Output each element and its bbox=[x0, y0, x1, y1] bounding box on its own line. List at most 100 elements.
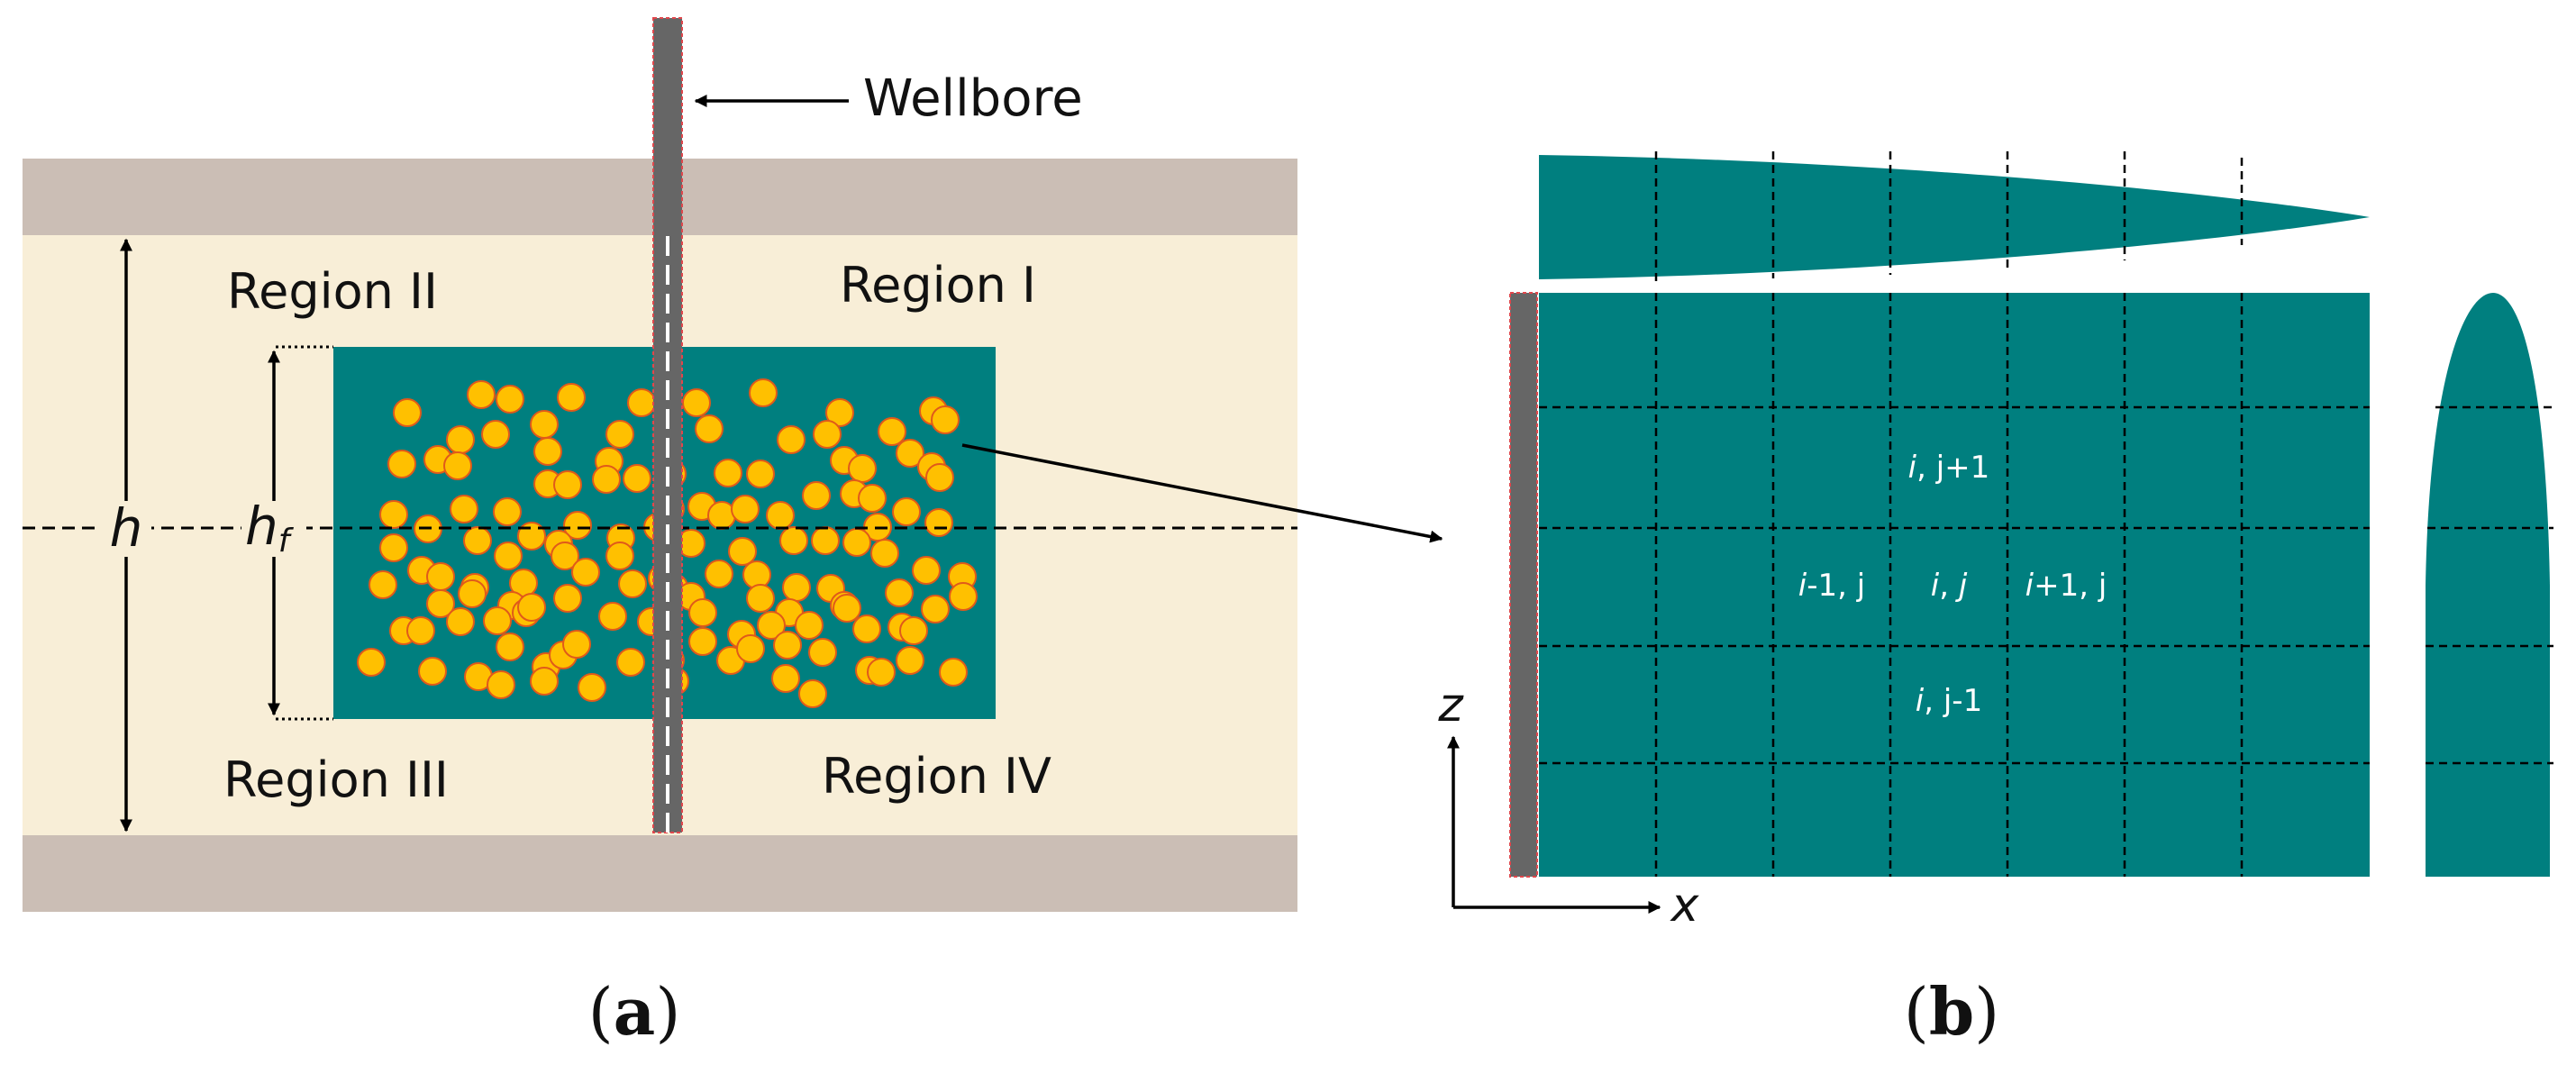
proppant-particle bbox=[426, 589, 455, 618]
cell-label-iplus1-j-i: i bbox=[2025, 568, 2034, 604]
proppant-particle bbox=[813, 420, 842, 449]
proppant-particle bbox=[896, 439, 924, 468]
proppant-particle bbox=[852, 614, 881, 643]
proppant-particle bbox=[705, 560, 733, 588]
proppant-particle bbox=[467, 380, 496, 409]
region-1-label: Region I bbox=[840, 257, 1036, 314]
proppant-particle bbox=[379, 500, 408, 529]
fracture-width-profile-top bbox=[1539, 155, 2370, 279]
proppant-particle bbox=[870, 539, 899, 568]
proppant-particle bbox=[530, 667, 559, 696]
proppant-particle bbox=[418, 657, 447, 686]
top-profile-gridlines bbox=[1654, 151, 2244, 281]
proppant-particle bbox=[623, 464, 651, 493]
cell-label-i-jminus1-rest: , j-1 bbox=[1924, 683, 1982, 719]
wellbore-strip bbox=[1509, 292, 1538, 878]
proppant-particle bbox=[825, 398, 854, 427]
zoom-arrow bbox=[961, 443, 1443, 543]
proppant-particle bbox=[393, 398, 422, 427]
proppant-particle bbox=[802, 481, 831, 510]
hf-label-base: h bbox=[245, 496, 278, 557]
caption-a: (a) bbox=[588, 973, 681, 1050]
grid-horizontal-lines bbox=[1539, 405, 2370, 765]
proppant-particle bbox=[618, 569, 647, 598]
cell-label-i-j-i: i bbox=[1931, 568, 1940, 604]
proppant-particle bbox=[387, 450, 416, 478]
proppant-particle bbox=[949, 582, 978, 611]
proppant-particle bbox=[848, 454, 877, 483]
region-2-label: Region II bbox=[227, 263, 438, 320]
proppant-particle bbox=[592, 465, 621, 494]
panel-b: i, j+1 i-1, j i, j i+1, j i, j-1 z x (b) bbox=[1437, 151, 2553, 1050]
proppant-particle bbox=[736, 634, 765, 663]
region-4-label: Region IV bbox=[822, 748, 1051, 805]
cell-label-i-jplus1: i, j+1 bbox=[1908, 450, 1990, 486]
right-profile-gridlines bbox=[2426, 405, 2553, 765]
proppant-particle bbox=[487, 670, 515, 699]
proppant-particle bbox=[578, 673, 606, 702]
proppant-particle bbox=[798, 679, 827, 708]
proppant-particle bbox=[605, 420, 634, 449]
proppant-particle bbox=[695, 414, 724, 443]
proppant-particle bbox=[458, 579, 487, 608]
proppant-particle bbox=[808, 638, 837, 667]
caption-b-open: ( bbox=[1904, 974, 1929, 1050]
cell-label-i-j-sep: , bbox=[1939, 568, 1959, 604]
cell-label-iplus1-j: i+1, j bbox=[2025, 568, 2107, 604]
proppant-particle bbox=[878, 417, 906, 446]
proppant-particle bbox=[867, 658, 896, 687]
hf-label-bg bbox=[241, 501, 306, 557]
proppant-particle bbox=[746, 584, 775, 613]
proppant-particle bbox=[627, 388, 656, 417]
caption-b-close: ) bbox=[1974, 974, 1999, 1050]
cell-label-i-jminus1-i: i bbox=[1916, 683, 1925, 719]
proppant-particle bbox=[406, 616, 435, 645]
proppant-particle bbox=[782, 573, 811, 602]
region-3-label: Region III bbox=[223, 751, 449, 808]
h-label: h bbox=[110, 497, 143, 559]
proppant-particle bbox=[616, 648, 645, 677]
proppant-particle bbox=[771, 664, 800, 693]
proppant-particle bbox=[931, 405, 960, 434]
proppant-particle bbox=[731, 495, 760, 523]
proppant-particle bbox=[892, 497, 921, 526]
cap-rock-bottom bbox=[23, 835, 1297, 912]
caption-a-letter: a bbox=[614, 973, 656, 1050]
proppant-particle bbox=[446, 425, 475, 454]
h-label-bg bbox=[101, 501, 151, 557]
cell-label-iplus1-j-rest: +1, j bbox=[2034, 568, 2107, 604]
cell-label-i-jplus1-rest: , j+1 bbox=[1916, 450, 1989, 486]
proppant-particle bbox=[899, 616, 928, 645]
cell-label-iminus1-j-i: i bbox=[1798, 568, 1807, 604]
cell-label-i-jminus1: i, j-1 bbox=[1916, 683, 1982, 719]
proppant-particle bbox=[557, 383, 586, 412]
caption-b-letter: b bbox=[1929, 973, 1974, 1050]
grid-vertical-lines bbox=[1654, 293, 2244, 877]
proppant-particle bbox=[530, 410, 559, 439]
caption-a-open: ( bbox=[588, 974, 614, 1050]
proppant-particle bbox=[553, 470, 582, 499]
proppant-particle bbox=[885, 578, 914, 607]
proppant-particle bbox=[742, 560, 771, 589]
proppant-particle bbox=[533, 437, 562, 466]
proppant-particle bbox=[517, 593, 546, 622]
proppant-particle bbox=[842, 528, 871, 557]
proppant-particle bbox=[379, 533, 408, 562]
proppant-particle bbox=[939, 658, 968, 687]
caption-a-close: ) bbox=[655, 974, 680, 1050]
proppant-particle bbox=[443, 451, 472, 480]
proppant-particle bbox=[925, 463, 954, 492]
proppant-particle bbox=[446, 607, 475, 636]
proppant-particle bbox=[598, 602, 627, 631]
proppant-particle bbox=[757, 611, 786, 640]
proppant-particle bbox=[688, 627, 717, 656]
proppant-particle bbox=[858, 484, 887, 513]
cell-label-iminus1-j-rest: -1, j bbox=[1807, 568, 1865, 604]
proppant-particle bbox=[369, 570, 397, 599]
proppant-particle bbox=[912, 556, 941, 585]
proppant-particles bbox=[357, 378, 978, 708]
proppant-particle bbox=[483, 606, 512, 635]
cell-label-i-j-j: j bbox=[1955, 568, 1968, 604]
proppant-particle bbox=[924, 508, 953, 537]
